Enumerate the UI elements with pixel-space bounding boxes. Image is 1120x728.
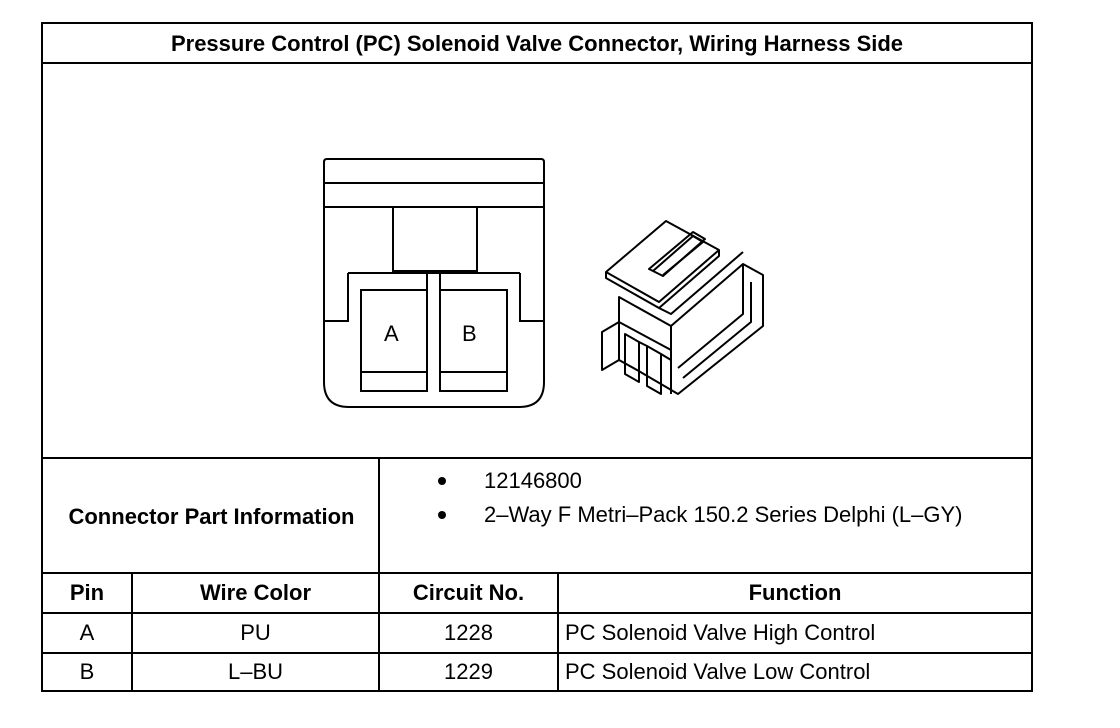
part-description: 2–Way F Metri–Pack 150.2 Series Delphi (… (484, 502, 963, 527)
connector-illustration (323, 158, 764, 408)
divider (43, 572, 1031, 574)
divider (131, 572, 133, 690)
table-cell-pin: B (79, 659, 95, 684)
bullet-icon (438, 511, 446, 519)
table-cell-pin: A (79, 620, 95, 645)
divider (43, 62, 1031, 64)
table-cell-function: PC Solenoid Valve Low Control (565, 659, 871, 684)
header-wire-color: Wire Color (199, 580, 312, 605)
pin-label-b: B (462, 321, 477, 346)
header-function: Function (748, 580, 842, 605)
part-info-item: 2–Way F Metri–Pack 150.2 Series Delphi (… (382, 498, 1032, 532)
table-cell-circuit: 1228 (444, 620, 493, 645)
divider (378, 457, 380, 574)
sheet-title: Pressure Control (PC) Solenoid Valve Con… (170, 31, 904, 56)
header-pin: Pin (69, 580, 105, 605)
table-cell-wire-color: PU (240, 620, 271, 645)
connector-info-sheet: Pressure Control (PC) Solenoid Valve Con… (41, 22, 1033, 692)
part-info-list: 12146800 2–Way F Metri–Pack 150.2 Series… (382, 464, 1032, 572)
divider (378, 572, 380, 690)
table-cell-wire-color: L–BU (227, 659, 284, 684)
connector-isometric-view (601, 220, 764, 395)
divider (557, 572, 559, 690)
part-info-label: Connector Part Information (68, 503, 355, 529)
part-number: 12146800 (484, 468, 582, 493)
bullet-icon (438, 477, 446, 485)
part-info-item: 12146800 (382, 464, 1032, 498)
table-cell-circuit: 1229 (444, 659, 493, 684)
header-circuit-no: Circuit No. (412, 580, 525, 605)
connector-face-view (323, 158, 545, 408)
pin-label-a: A (384, 321, 399, 346)
table-cell-function: PC Solenoid Valve High Control (565, 620, 876, 645)
divider (43, 652, 1031, 654)
divider (43, 612, 1031, 614)
divider (43, 457, 1031, 459)
